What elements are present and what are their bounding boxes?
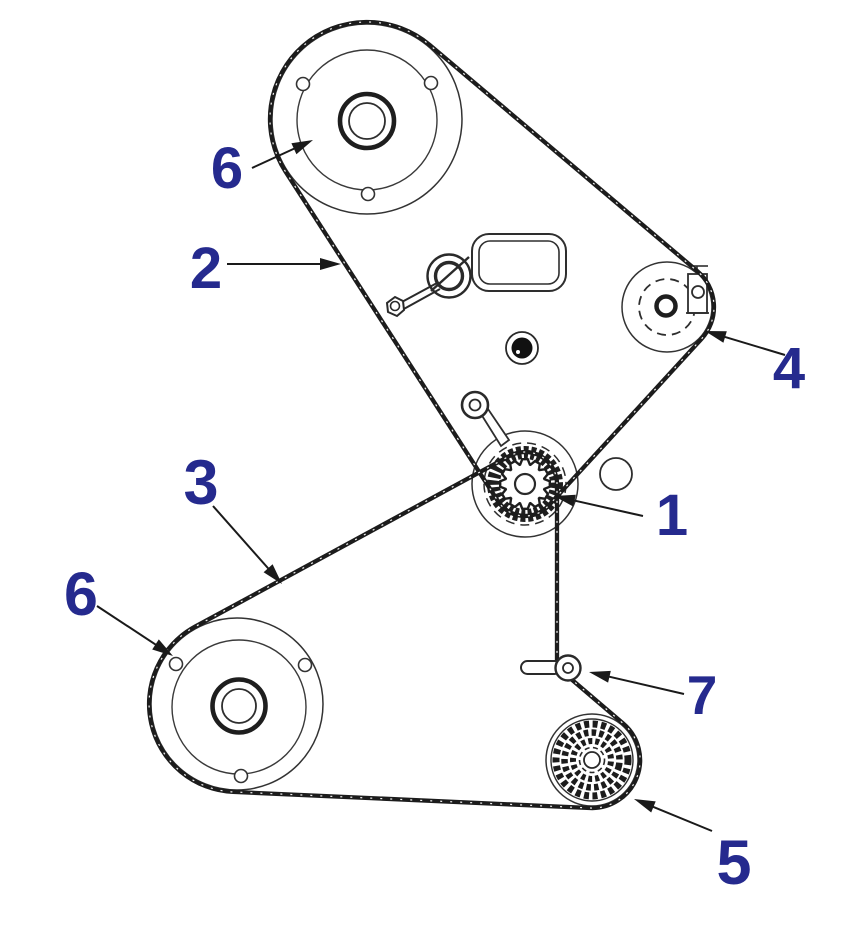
- svg-text:7: 7: [687, 664, 718, 726]
- svg-text:4: 4: [773, 336, 805, 401]
- svg-text:2: 2: [190, 236, 222, 301]
- svg-text:3: 3: [183, 448, 218, 518]
- svg-text:6: 6: [211, 136, 243, 201]
- svg-text:5: 5: [716, 828, 751, 898]
- svg-text:6: 6: [64, 560, 98, 628]
- svg-text:1: 1: [656, 483, 688, 548]
